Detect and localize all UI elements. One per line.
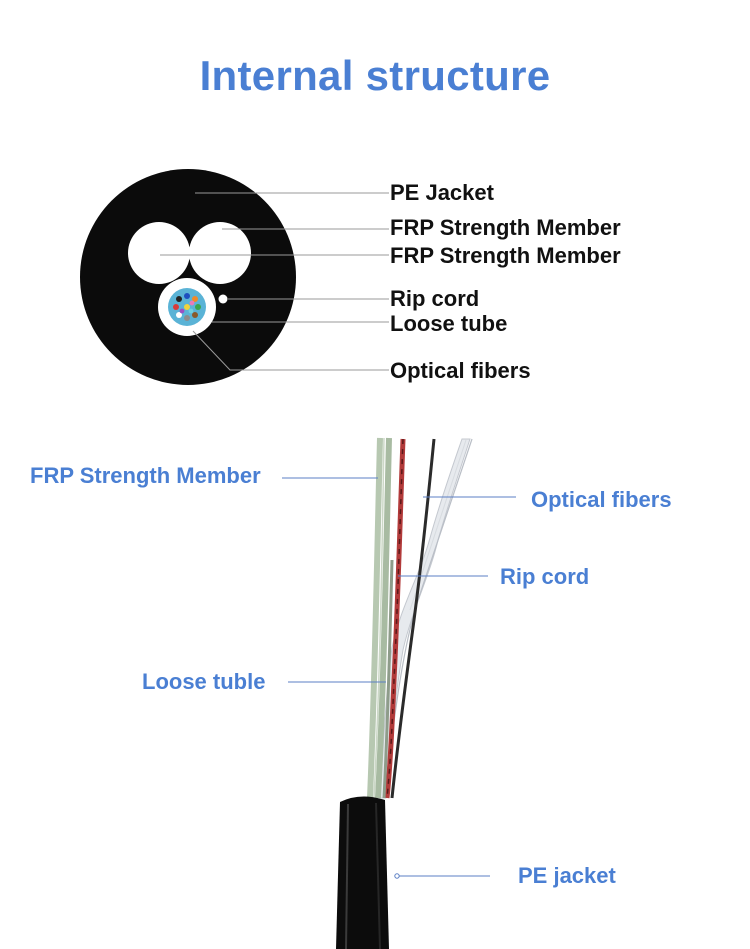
page-title: Internal structure — [199, 52, 551, 99]
label-pe-jacket: PE Jacket — [390, 180, 494, 205]
pe-jacket-shape — [80, 169, 296, 385]
optical-fiber-ribbon — [379, 438, 471, 799]
label-rip-cord: Rip cord — [390, 286, 480, 311]
cross-section — [80, 169, 389, 385]
label-optical-fibers: Optical fibers — [390, 358, 531, 383]
dark-strand — [390, 438, 436, 799]
side-label-loose-tube: Loose tuble — [142, 669, 266, 694]
frp-member-left — [128, 222, 190, 284]
frp-member-right — [189, 222, 251, 284]
side-label-optical-fibers: Optical fibers — [531, 487, 672, 512]
fiber-dots — [173, 293, 201, 321]
frp-rod-2 — [375, 437, 392, 799]
cross-section-leaders — [160, 192, 389, 371]
side-view-leaders — [282, 477, 516, 877]
loose-tube-strand — [382, 559, 394, 799]
label-frp-strength-member-1: FRP Strength Member — [390, 215, 621, 240]
pe-jacket-body — [336, 796, 389, 949]
label-loose-tube: Loose tube — [390, 311, 508, 336]
rip-cord-shape — [218, 294, 228, 304]
frp-rod-1 — [367, 437, 383, 799]
cable-side-view — [282, 437, 516, 949]
label-frp-strength-member-2: FRP Strength Member — [390, 243, 621, 268]
side-label-pe-jacket: PE jacket — [518, 863, 616, 888]
side-label-frp-strength-member: FRP Strength Member — [30, 463, 261, 488]
side-label-rip-cord: Rip cord — [500, 564, 590, 589]
